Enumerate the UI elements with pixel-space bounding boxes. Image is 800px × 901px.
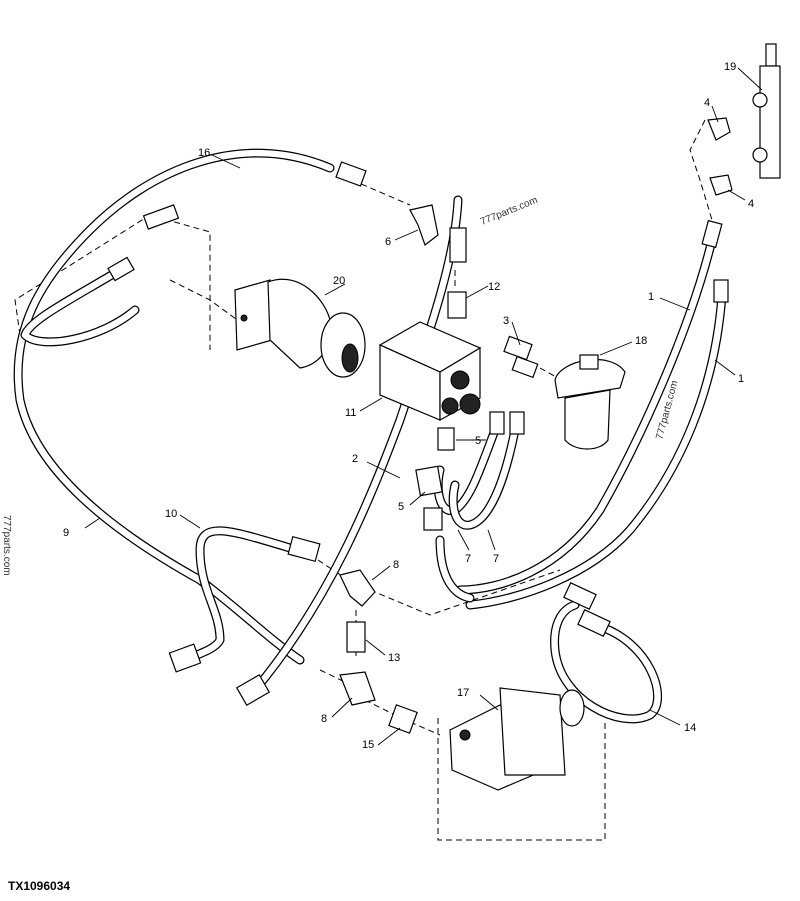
fitting-12 (447, 291, 467, 319)
leader-lines (84, 67, 763, 746)
callout-9: 9 (63, 527, 69, 539)
fitting-2-top (449, 227, 467, 263)
callouts: 16 6 20 12 3 18 11 2 5 5 7 7 8 9 10 13 8… (63, 61, 754, 751)
callout-6: 6 (385, 236, 391, 248)
fitting-upper-left (142, 204, 180, 230)
motor-17 (449, 687, 585, 791)
fitting-bottom-end (235, 674, 271, 706)
hose-1-pair (455, 235, 727, 610)
motor-20 (234, 278, 366, 378)
elbow-fitting-8-upper (339, 569, 376, 607)
valve-block-11 (378, 321, 482, 422)
callout-8b: 8 (321, 713, 327, 725)
fitting-14-end (563, 582, 611, 637)
fitting-4-bottom (709, 174, 733, 196)
fitting-1-end-b (713, 279, 729, 303)
callout-16: 16 (198, 147, 210, 159)
figure-code: TX1096034 (8, 879, 70, 893)
callout-2: 2 (352, 453, 358, 465)
callout-8a: 8 (393, 559, 399, 571)
hose-14 (550, 600, 663, 724)
callout-4b: 4 (748, 198, 754, 210)
fitting-9-left (107, 256, 135, 282)
elbow-fitting-8-lower (339, 671, 376, 706)
watermark-top: 777parts.com (479, 195, 539, 228)
callout-7a: 7 (465, 553, 471, 565)
fitting-13 (346, 621, 366, 653)
hose-2 (250, 195, 463, 695)
fitting-7 (489, 411, 525, 435)
callout-18: 18 (635, 335, 647, 347)
fitting-3a (503, 335, 533, 361)
callout-3: 3 (503, 315, 509, 327)
hose-small-left (20, 265, 140, 347)
fitting-10-end (287, 535, 321, 563)
callout-4a: 4 (704, 97, 710, 109)
callout-17: 17 (457, 687, 469, 699)
fitting-16-end (335, 161, 367, 187)
cylinder-19 (752, 43, 781, 179)
callout-13: 13 (388, 652, 400, 664)
assembly-guide-lines (14, 119, 713, 841)
fitting-5c (423, 507, 443, 531)
hose-10 (180, 526, 295, 665)
fitting-1-end-a (701, 219, 723, 249)
fitting-5b (415, 465, 443, 497)
hose-7-pair (433, 425, 520, 603)
fitting-left-end (168, 643, 202, 673)
callout-12: 12 (488, 281, 500, 293)
callout-20: 20 (333, 275, 345, 287)
callout-11: 11 (345, 407, 356, 419)
callout-14: 14 (684, 722, 696, 734)
fittings (107, 117, 733, 734)
callout-19: 19 (724, 61, 736, 73)
callout-5b: 5 (398, 501, 404, 513)
callout-1b: 1 (738, 373, 744, 385)
callout-7b: 7 (493, 553, 499, 565)
fitting-15 (388, 704, 418, 734)
fitting-4-top (707, 117, 731, 141)
fitting-5a (437, 427, 455, 451)
elbow-fitting-6 (409, 204, 439, 246)
callout-1a: 1 (648, 291, 654, 303)
motor-18 (554, 354, 626, 450)
fitting-3b (511, 355, 539, 379)
callout-5a: 5 (475, 435, 481, 447)
callout-15: 15 (362, 739, 374, 751)
callout-10: 10 (165, 508, 177, 520)
watermark-left: 777parts.com (1, 515, 12, 576)
hose-16-and-9 (13, 148, 335, 665)
